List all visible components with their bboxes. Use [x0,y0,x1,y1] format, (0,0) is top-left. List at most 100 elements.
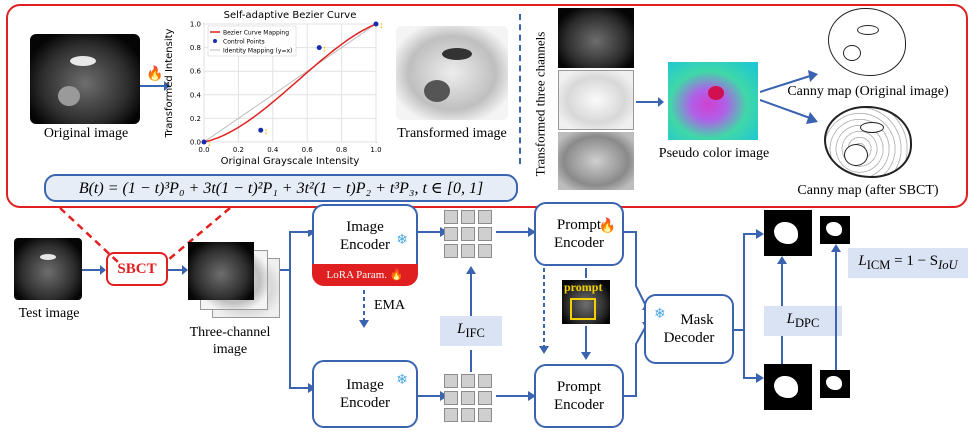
x-tick-label: 1.0 [370,146,381,154]
ema-arrow [359,290,369,328]
sbct-label: SBCT [117,260,157,277]
image-encoder-1-line1: Image [346,219,384,235]
image-encoder-2-line1: Image [346,377,384,393]
arrow-test-to-sbct [82,265,106,275]
panel-divider [519,14,521,164]
arrows-to-canny [760,70,818,124]
y-tick-label: 0.6 [190,68,202,76]
channel-2-image [558,70,634,130]
legend-swatch-points [213,39,217,43]
loss-icm-rest: = 1 − S [890,253,939,269]
feature-cell [478,391,492,405]
mask-decoder-line1: Mask [680,312,714,328]
arrow-sbct-to-three [168,265,188,275]
image-encoder-teacher: Image Encoder ❄ [312,360,418,428]
feature-cell [444,374,458,388]
control-point [316,45,322,51]
pseudo-color-image [668,62,758,140]
feature-cell [478,244,492,258]
arrow-to-chart [140,81,170,91]
transformed-image [396,26,508,120]
feature-cell [444,227,458,241]
x-tick-label: 0.6 [302,146,314,154]
legend-label: Identity Mapping (y=x) [223,48,292,55]
image-encoder-student: Image Encoder ❄ LoRA Param. 🔥 [312,204,418,286]
feature-cell [444,391,458,405]
y-tick-label: 0.2 [190,115,201,123]
loss-icm-symbol: L [858,253,867,269]
student-mask-large [764,210,812,256]
feature-cell [478,227,492,241]
image-encoder-2-line2: Encoder [340,395,390,411]
three-channels-text: Transformed three channels [532,31,547,177]
x-tick-label: 0.2 [233,146,244,154]
test-mri-image [14,238,82,300]
prompt-encoder-1-line2: Encoder [554,235,604,251]
feature-cell [444,210,458,224]
loss-icm-sub: ICM [866,258,891,272]
bezier-formula: B(t) = (1 − t)³P₀ + 3t(1 − t)²P₁ + 3t²(1… [44,174,518,202]
teacher-mask-small [820,370,850,398]
fire-icon: 🔥 [146,67,164,82]
arrows-features-to-prompt [496,227,536,401]
chart-title: Self-adaptive Bezier Curve [224,10,357,21]
prompt-encoder-student: Prompt Encoder 🔥 [534,202,624,266]
prompt-encoder-2-line2: Encoder [554,397,604,413]
arrows-decoder-to-masks [734,229,764,383]
arrows-icm [831,244,841,370]
y-tick-label: 1.0 [190,21,201,29]
loss-icm-rest-sub: IoU [938,258,958,272]
chart-legend-box [207,25,297,57]
feature-cell [478,408,492,422]
prompt-encoder-1-line1: Prompt [556,217,602,233]
feature-cell [444,244,458,258]
pseudo-color-caption: Pseudo color image [658,146,770,161]
trainable-fire-icon: 🔥 [598,219,616,234]
loss-dpc-sub: DPC [795,316,820,330]
mask-decoder: ❄ Mask Decoder [644,294,734,364]
three-channels-label: Transformed three channels [530,10,550,198]
x-tick-label: 0.8 [336,146,347,154]
feature-cell [461,210,475,224]
control-point [258,127,264,133]
y-tick-label: 0.8 [190,44,201,52]
loss-ifc-symbol: L [457,321,466,337]
ema-label: EMA [374,298,406,313]
identity-line [203,23,377,143]
loss-dpc-symbol: L [786,311,795,327]
y-tick-label: 0.4 [190,91,202,99]
mask-decoder-line2: Decoder [663,330,715,346]
channel-3-image [558,132,634,190]
control-point [373,21,379,27]
arrow-to-pseudo [636,97,664,107]
control-point [201,139,207,145]
feature-cell [478,374,492,388]
prompt-encoder-teacher: Prompt Encoder [534,364,624,428]
prompt-image-arrows [539,268,591,360]
prompt-box [570,298,596,320]
adjust-arrow-icon: ↕ [264,126,269,136]
loss-ifc: LIFC [440,316,502,346]
frozen-snowflake-icon-3: ❄ [654,307,666,322]
arrows-loss-ifc [466,266,476,372]
prompt-image: prompt [562,280,610,324]
adjust-arrow-icon: ↕ [207,138,212,148]
arrows-loss-dpc [777,256,787,364]
teacher-feature-grid [444,374,492,422]
prompt-encoder-2-line1: Prompt [556,379,602,395]
prompt-tag: prompt [564,280,603,294]
y-axis-label: Transformed Intensity [164,28,175,138]
canny-map-original [828,8,906,76]
frozen-snowflake-icon: ❄ [396,233,408,248]
canny-original-caption: Canny map (Original image) [787,84,949,99]
y-tick-label: 0.0 [190,139,201,147]
lora-param-bar: LoRA Param. 🔥 [312,264,418,286]
split-arrows-to-encoders [280,230,316,393]
three-channel-caption-line1: Three-channel [189,325,271,340]
loss-icm: LICM = 1 − SIoU [848,248,968,278]
bezier-curve [203,23,377,143]
legend-label: Control Points [223,39,265,46]
frozen-snowflake-icon-2: ❄ [396,373,408,388]
loss-dpc: LDPC [764,306,842,336]
sbct-module: SBCT [106,252,168,286]
